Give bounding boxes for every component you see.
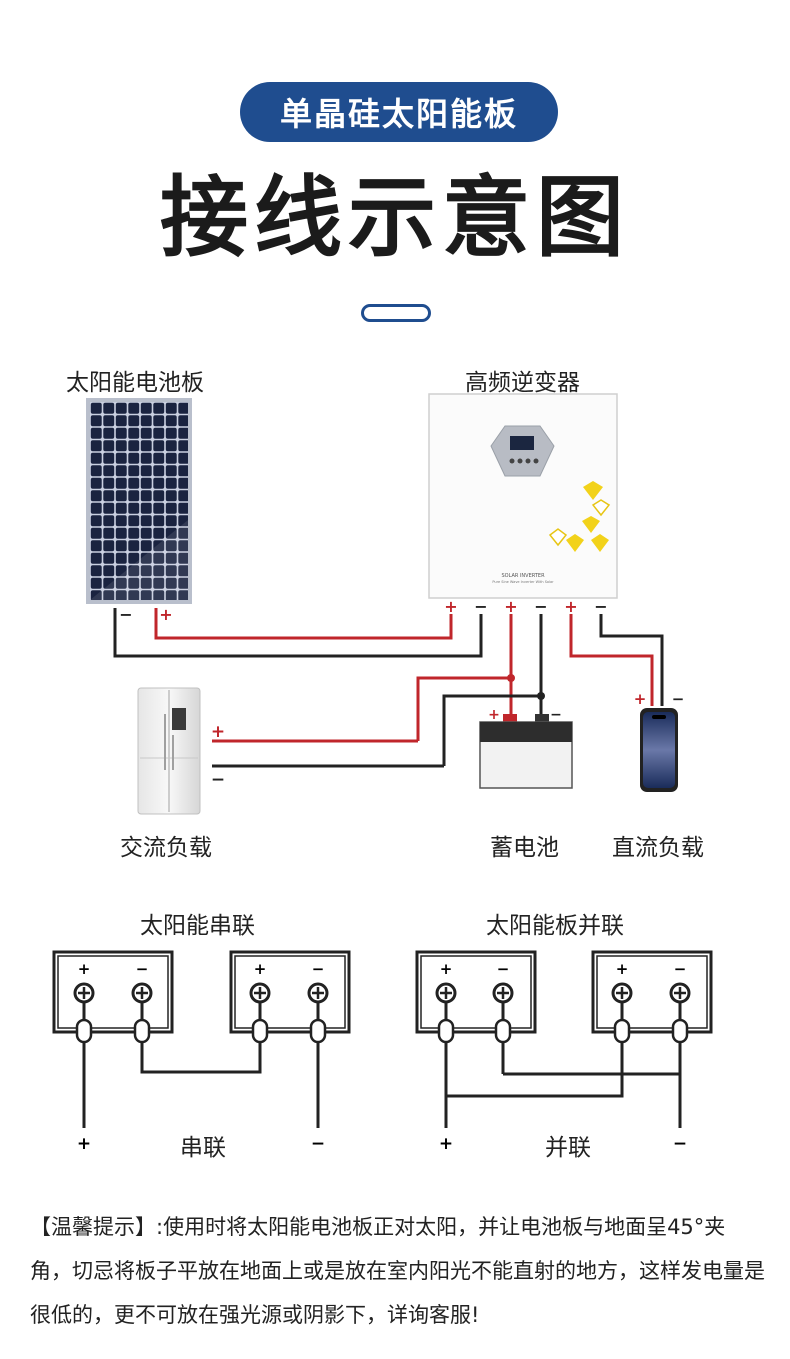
inverter-label: 高频逆变器 — [465, 370, 580, 396]
panel-plus: + — [159, 605, 172, 624]
inv-pv-plus: + — [444, 597, 457, 616]
panel-minus: − — [119, 605, 132, 624]
ac-minus: − — [211, 770, 225, 790]
battery-minus: − — [550, 707, 562, 723]
page-title: 接线示意图 — [159, 166, 630, 269]
parallel-p2-plus: + — [616, 960, 629, 978]
series-out-plus: + — [77, 1134, 91, 1154]
parallel-caption: 并联 — [545, 1135, 591, 1161]
dc-plus: + — [634, 690, 647, 708]
solar-panel-label: 太阳能电池板 — [66, 370, 204, 396]
inverter-display — [510, 436, 534, 450]
series-panel-2: + − — [229, 950, 351, 1034]
battery-plus: + — [488, 707, 500, 723]
inv-pv-minus: − — [474, 597, 487, 616]
inv-bat-plus: + — [504, 597, 517, 616]
series-p2-plus: + — [254, 960, 267, 978]
series-p1-minus: − — [136, 960, 149, 978]
parallel-p2-minus: − — [674, 960, 687, 978]
parallel-panel-2: + − — [591, 950, 713, 1034]
series-p1-plus: + — [78, 960, 91, 978]
inverter-gem-decoration — [548, 481, 611, 552]
series-panel-1: + − — [52, 950, 174, 1034]
parallel-out-minus: − — [673, 1134, 687, 1154]
series-diagram: + − + − + − — [52, 950, 351, 1154]
inverter-brand: SOLAR INVERTER — [501, 573, 545, 579]
ac-plus: + — [211, 722, 225, 742]
series-title: 太阳能串联 — [140, 913, 255, 939]
refrigerator — [137, 687, 201, 815]
header-badge: 单晶硅太阳能板 — [240, 82, 558, 142]
parallel-panel-1: + − — [415, 950, 537, 1034]
solar-panel — [86, 398, 192, 604]
title-divider — [361, 304, 431, 322]
inv-dc-plus: + — [564, 597, 577, 616]
battery: + − — [479, 707, 573, 789]
parallel-p1-minus: − — [497, 960, 510, 978]
phone — [640, 708, 678, 792]
parallel-title: 太阳能板并联 — [486, 913, 624, 939]
inverter: SOLAR INVERTER Pure Sine Wave Inverter W… — [428, 393, 618, 599]
dc-load-label: 直流负载 — [612, 835, 704, 861]
series-caption: 串联 — [180, 1135, 226, 1161]
series-out-minus: − — [311, 1134, 325, 1154]
parallel-out-plus: + — [439, 1134, 453, 1154]
inverter-subtitle: Pure Sine Wave Inverter With Solar — [492, 580, 554, 584]
ac-load-label: 交流负载 — [120, 835, 212, 861]
tip-text: 【温馨提示】:使用时将太阳能电池板正对太阳，并让电池板与地面呈45°夹角，切忌将… — [30, 1215, 765, 1327]
dc-minus: − — [672, 690, 685, 708]
parallel-diagram: + − + − + − — [415, 950, 713, 1154]
series-p2-minus: − — [312, 960, 325, 978]
inv-dc-minus: − — [594, 597, 607, 616]
inv-bat-minus: − — [534, 597, 547, 616]
battery-label: 蓄电池 — [490, 835, 559, 861]
parallel-p1-plus: + — [440, 960, 453, 978]
main-wires — [113, 608, 664, 768]
